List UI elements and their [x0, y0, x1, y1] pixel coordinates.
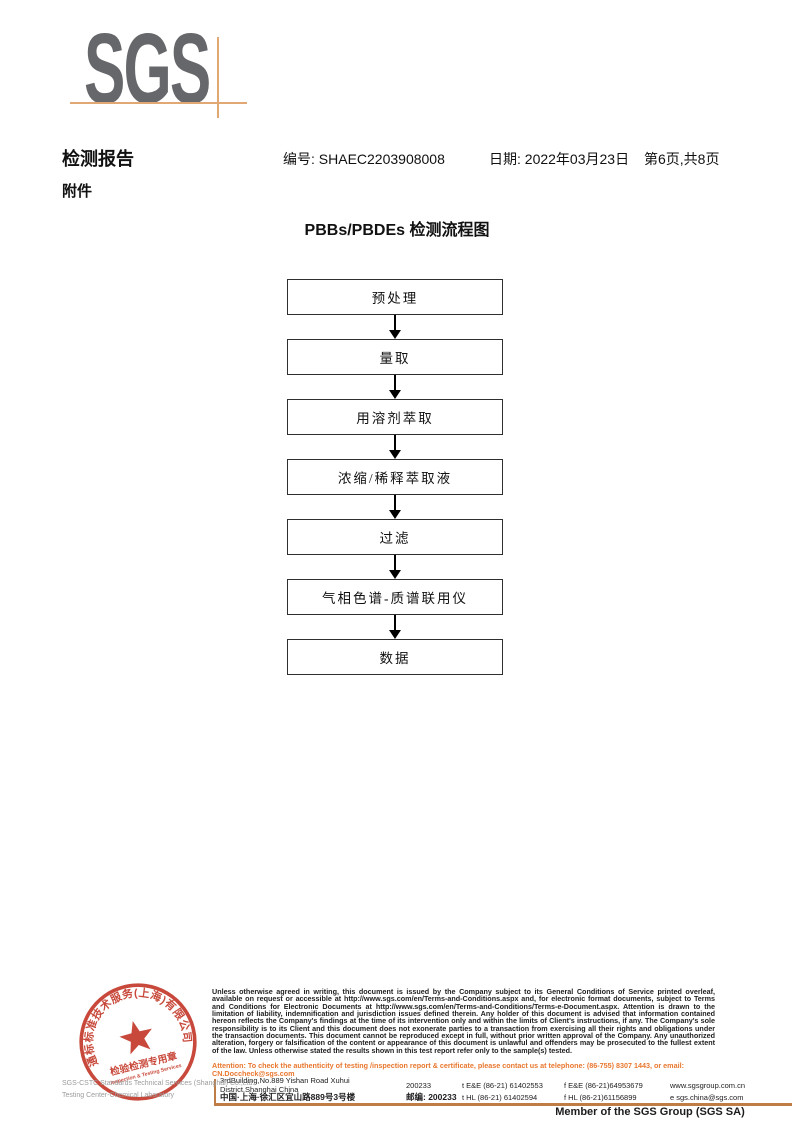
postcode-en: 200233 [406, 1080, 432, 1090]
attachment-label: 附件 [62, 183, 93, 200]
sgs-member-label: Member of the SGS Group (SGS SA) [555, 1106, 745, 1118]
legal-disclaimer: Unless otherwise agreed in writing, this… [212, 987, 715, 1055]
tel-cn: t HL (86-21) 61402594 [462, 1092, 538, 1102]
flow-step-data: 数据 [287, 639, 503, 675]
postcode-cn: 邮编: 200233 [406, 1092, 457, 1102]
star-icon [119, 1020, 152, 1055]
report-date: 日期: 2022年03月23日 [489, 151, 630, 167]
address-cn: 中国·上海·徐汇区宜山路889号3号楼 [220, 1092, 356, 1102]
address-en: 3rdBuilding,No.889 Yishan Road Xuhui Dis… [220, 1076, 350, 1094]
flow-step-measure: 量取 [287, 339, 503, 375]
footer-vertical-rule [214, 1079, 216, 1103]
flow-step-concentrate-dilute: 浓缩/稀释萃取液 [287, 459, 503, 495]
flow-step-solvent-extraction: 用溶剂萃取 [287, 399, 503, 435]
arrow-down-icon [287, 435, 503, 459]
page-indicator: 第6页,共8页 [644, 151, 720, 167]
website: www.sgsgroup.com.cn [670, 1080, 746, 1090]
attention-notice: Attention: To check the authenticity of … [212, 1061, 684, 1078]
flow-step-filter: 过滤 [287, 519, 503, 555]
flow-step-pretreatment: 预处理 [287, 279, 503, 315]
fax-cn: f HL (86-21)61156899 [564, 1092, 637, 1102]
sgs-logo: SGS [84, 13, 211, 125]
inspection-stamp-seal: 通标标准技术服务(上海)有限公司 检验检测专用章 Inspection & Te… [69, 974, 197, 1101]
company-name-en: SGS-CSTC Standards Technical Services (S… [62, 1080, 255, 1087]
flow-step-gcms: 气相色谱-质谱联用仪 [287, 579, 503, 615]
logo-crosshair-vertical [217, 37, 219, 118]
arrow-down-icon [287, 315, 503, 339]
arrow-down-icon [287, 495, 503, 519]
flowchart: 预处理 量取 用溶剂萃取 浓缩/稀释萃取液 过滤 气相色谱-质谱联用仪 数据 [287, 279, 503, 675]
address-block: 3rdBuilding,No.889 Yishan Road Xuhui Dis… [220, 1076, 788, 1103]
logo-crosshair-horizontal [70, 102, 247, 104]
report-number: 编号: SHAEC2203908008 [283, 151, 445, 167]
email: e sgs.china@sgs.com [670, 1092, 744, 1102]
fax-en: f E&E (86-21)64953679 [564, 1080, 643, 1090]
stamp-ring [79, 983, 197, 1101]
arrow-down-icon [287, 615, 503, 639]
report-title: 检测报告 [62, 149, 134, 169]
footer-horizontal-rule [214, 1103, 792, 1106]
arrow-down-icon [287, 555, 503, 579]
tel-en: t E&E (86-21) 61402553 [462, 1080, 543, 1090]
flowchart-title: PBBs/PBDEs 检测流程图 [304, 222, 490, 239]
arrow-down-icon [287, 375, 503, 399]
company-lab-en: Testing Center-Chemical Laboratory [62, 1092, 175, 1099]
